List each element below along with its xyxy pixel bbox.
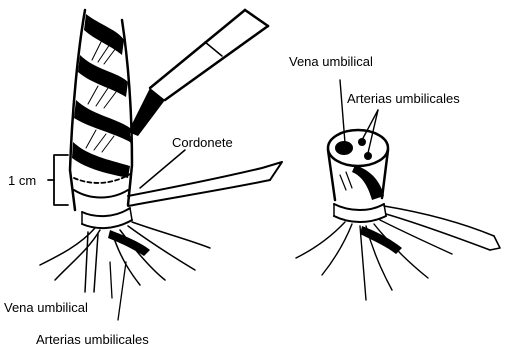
label-arterias-umbilicales-right: Arterias umbilicales: [347, 91, 460, 106]
label-arterias-umbilicales-left: Arterias umbilicales: [36, 332, 149, 347]
left-cord-base: [40, 222, 210, 292]
one-cm-bracket: [48, 155, 68, 205]
cordonete-leader-line: [140, 150, 185, 188]
vessel-lumens: [335, 138, 372, 160]
label-vena-umbilical-right: Vena umbilical: [289, 54, 373, 69]
label-one-cm: 1 cm: [8, 173, 36, 188]
label-vena-umbilical-left: Vena umbilical: [4, 300, 88, 315]
right-cord-base: [296, 206, 500, 300]
label-cordonete: Cordonete: [172, 135, 233, 150]
scalpel: [128, 10, 268, 145]
umbilical-cord-stump: [70, 10, 132, 210]
right-cordonete-tie: [334, 204, 386, 222]
arterias-left-leader: [118, 262, 126, 320]
vena-left-leader: [110, 262, 112, 298]
arterias-right-leader-1: [362, 110, 378, 140]
left-cord-illustration: [40, 10, 282, 320]
right-cord-illustration: [296, 80, 500, 300]
